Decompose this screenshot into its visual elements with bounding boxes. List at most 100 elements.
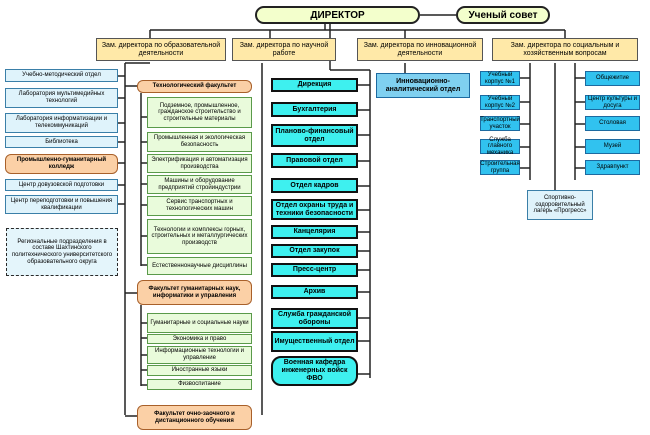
admin-unit-label: Бухгалтерия [292,105,337,113]
distance-faculty-label: Факультет очно-заочного и дистанционного… [154,410,235,424]
tech-faculty-title: Технологический факультет [137,80,252,93]
deputy-social: Зам. директора по социальным и хозяйстве… [492,38,638,61]
deputy-education-label: Зам. директора по образовательной деятел… [101,41,221,57]
regional-label: Региональные подразделения в составе Шах… [11,238,113,265]
admin-unit-label: Правовой отдел [286,156,343,164]
admin-unit: Имущественный отдел [271,331,358,352]
admin-unit: Служба гражданской обороны [271,308,358,329]
director-box: ДИРЕКТОР [255,6,420,24]
chair-box: Физвоспитание [147,379,252,390]
college-box: Промышленно-гуманитарный колледж [5,154,118,174]
chair-label: Технологии и комплексы горных, строитель… [151,226,248,246]
chair-label: Иностранные языки [171,367,228,374]
social-left-label: Учебный корпус №2 [485,95,515,109]
chair-label: Гуманитарные и социальные науки [150,319,249,326]
innovation-dept-label: Инновационно-аналитический отдел [385,77,461,93]
deputy-science: Зам. директора по научной работе [232,38,336,61]
distance-faculty: Факультет очно-заочного и дистанционного… [137,405,252,430]
deputy-innovation: Зам. директора по инновационной деятельн… [357,38,483,61]
left-unit: Центр довузовской подготовки [5,179,118,191]
chair-box: Экономика и право [147,334,252,344]
director-label: ДИРЕКТОР [310,9,365,21]
hum-faculty-title: Факультет гуманитарных наук, информатики… [137,280,252,305]
chair-box: Подземное, промышленное, гражданское стр… [147,97,252,128]
admin-unit-label: Архив [303,288,326,296]
social-left-label: Учебный корпус №1 [485,71,515,85]
left-unit-label: Центр переподготовки и повышения квалифи… [10,197,113,211]
left-unit: Центр переподготовки и повышения квалифи… [5,195,118,214]
council-label: Ученый совет [468,9,538,21]
chair-label: Машины и оборудование предприятий стройи… [158,177,241,191]
chair-label: Промышленная и экологическая безопасност… [153,135,246,148]
tech-faculty-label: Технологический факультет [152,83,237,90]
deputy-innovation-label: Зам. директора по инновационной деятельн… [363,41,477,57]
chair-box: Информационные технологии и управление [147,346,252,364]
chair-box: Гуманитарные и социальные науки [147,313,252,333]
admin-unit-label: Военная кафедра инженерных войск ФВО [281,359,348,382]
admin-unit: Военная кафедра инженерных войск ФВО [271,356,358,386]
camp-label: Спортивно-оздоровительный лагерь «Прогре… [533,195,587,215]
chair-label: Экономика и право [172,335,227,342]
admin-unit: Отдел закупок [271,244,358,258]
admin-unit-label: Имущественный отдел [274,337,355,345]
social-right-unit: Музей [585,139,640,154]
social-right-unit: Общежитие [585,71,640,86]
admin-unit-label: Отдел охраны труда и техники безопасност… [275,201,354,217]
left-unit-label: Лаборатория информатизации и телекоммуни… [15,116,108,129]
left-unit: Библиотека [5,136,118,148]
chair-box: Иностранные языки [147,365,252,376]
camp-box: Спортивно-оздоровительный лагерь «Прогре… [527,190,593,220]
admin-unit-label: Пресс-центр [292,266,337,274]
social-left-label: Строительная группа [480,160,520,174]
college-label: Промышленно-гуманитарный колледж [16,157,107,170]
chair-box: Естественнонаучные дисциплины [147,257,252,275]
chair-box: Технологии и комплексы горных, строитель… [147,219,252,254]
chair-box: Промышленная и экологическая безопасност… [147,132,252,152]
social-left-unit: Учебный корпус №1 [480,71,520,86]
chair-label: Естественнонаучные дисциплины [152,262,247,269]
chair-box: Машины и оборудование предприятий стройи… [147,175,252,194]
admin-unit: Правовой отдел [271,153,358,168]
social-left-unit: Учебный корпус №2 [480,95,520,110]
admin-unit-label: Канцелярия [293,228,336,236]
social-right-label: Центр культуры и досуга [588,95,637,109]
social-right-label: Столовая [599,120,626,127]
chair-box: Электрификация и автоматизация производс… [147,154,252,173]
admin-unit-label: Планово-финансовый отдел [275,127,354,143]
social-right-unit: Здравпункт [585,160,640,175]
admin-unit-label: Отдел закупок [289,247,340,255]
hum-faculty-label: Факультет гуманитарных наук, информатики… [148,285,241,299]
chair-box: Сервис транспортных и технологических ма… [147,196,252,216]
deputy-science-label: Зам. директора по научной работе [239,41,329,57]
admin-unit-label: Отдел кадров [290,181,339,189]
admin-unit: Пресс-центр [271,263,358,277]
deputy-education: Зам. директора по образовательной деятел… [96,38,226,61]
social-right-label: Здравпункт [596,164,629,171]
social-left-label: Транспортный участок [480,116,520,130]
social-left-unit: Транспортный участок [480,116,520,131]
admin-unit: Архив [271,285,358,299]
social-right-unit: Столовая [585,116,640,131]
social-right-unit: Центр культуры и досуга [585,95,640,110]
admin-unit: Бухгалтерия [271,102,358,117]
admin-unit-label: Дирекция [297,81,332,89]
admin-unit: Отдел охраны труда и техники безопасност… [271,199,358,220]
deputy-social-label: Зам. директора по социальным и хозяйстве… [510,41,620,57]
chair-label: Подземное, промышленное, гражданское стр… [158,102,241,122]
chair-label: Сервис транспортных и технологических ма… [166,199,233,212]
left-unit: Лаборатория мультимедийных технологий [5,88,118,108]
social-left-label: Служба главного механика [486,136,514,156]
admin-unit: Канцелярия [271,225,358,239]
left-unit: Учебно-методический отдел [5,69,118,82]
left-unit-label: Центр довузовской подготовки [18,181,105,188]
admin-unit-label: Служба гражданской обороны [277,310,351,326]
chair-label: Информационные технологии и управление [155,348,244,361]
left-unit-label: Библиотека [45,138,78,145]
social-right-label: Общежитие [595,75,630,82]
left-unit-label: Учебно-методический отдел [22,72,101,79]
social-right-label: Музей [603,143,622,150]
admin-unit: Дирекция [271,78,358,92]
chair-label: Электрификация и автоматизация производс… [151,156,248,170]
innovation-dept: Инновационно-аналитический отдел [376,73,470,98]
